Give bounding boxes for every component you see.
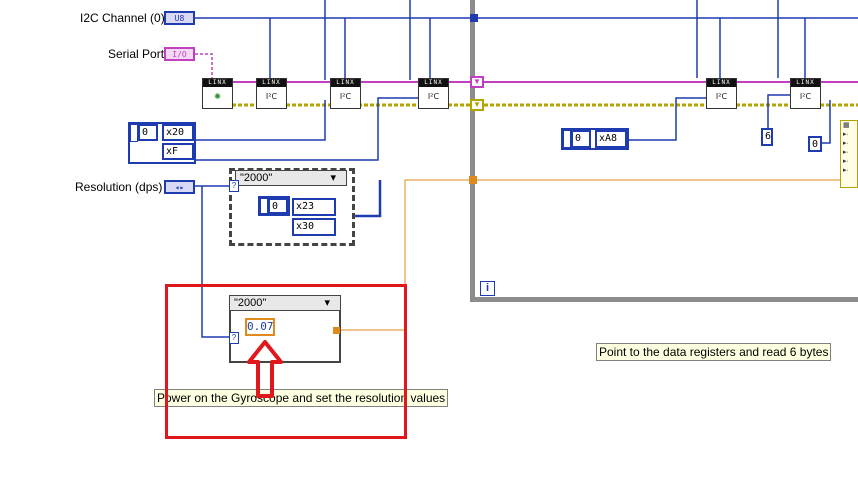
index-array-node[interactable]: ▦▸·▸·▸·▸·▸· [840,120,858,188]
case-array-spinner[interactable] [260,198,268,214]
i2c-channel-terminal[interactable]: U8 [164,11,195,25]
iteration-terminal-icon: i [480,281,495,296]
case-selector-terminal-bottom[interactable]: ? [229,332,239,344]
loop-tunnel-i2c [470,14,478,22]
case-output-tunnel [333,327,340,334]
chevron-down-icon: ▾ [330,172,336,184]
index-constant[interactable]: 0 [808,136,822,152]
array2-spinner[interactable] [563,130,571,148]
array-element-1[interactable]: xF [162,143,194,160]
case-selector-top-value: "2000" [240,172,273,184]
array2-index[interactable]: 0 [571,130,591,148]
shift-register-refnum: ▼ [470,76,484,88]
while-loop-border [470,0,858,302]
case-array-element-0[interactable]: x23 [292,198,336,216]
case-selector-bottom[interactable]: "2000" ▾ [229,295,341,311]
case-array-constant[interactable] [258,196,290,216]
case-selector-terminal-top[interactable]: ? [229,180,239,192]
loop-tunnel-resolution [469,176,477,184]
case-array-index[interactable]: 0 [268,198,288,214]
chevron-down-icon: ▾ [324,297,330,309]
serial-port-terminal[interactable]: I/O [164,47,195,61]
case-selector-bottom-value: "2000" [234,297,267,309]
array2-element-0[interactable]: xA8 [595,130,627,148]
case-selector-top[interactable]: "2000" ▾ [235,170,347,186]
case-array-element-1[interactable]: x30 [292,218,336,236]
shift-register-error: ▼ [470,99,484,111]
array-index-spinner[interactable] [130,124,138,142]
comment-data-registers: Point to the data registers and read 6 b… [596,343,832,361]
array-constant-2[interactable] [561,128,629,150]
comment-power-on: Power on the Gyroscope and set the resol… [154,389,449,407]
array-index[interactable]: 0 [138,124,158,141]
bytes-to-read-constant[interactable]: 6 [761,128,773,146]
i2c-channel-label: I2C Channel (0) [80,11,165,25]
float-constant[interactable]: 0.07 [245,318,275,336]
resolution-label: Resolution (dps) [75,180,163,194]
array-element-0[interactable]: x20 [162,124,194,141]
serial-port-label: Serial Port [108,47,165,61]
resolution-terminal[interactable]: ◂▸ [164,180,195,194]
highlight-box [165,284,407,439]
highlight-arrow-icon [247,340,283,398]
linx-open-node[interactable]: LINX✺ [202,78,233,109]
